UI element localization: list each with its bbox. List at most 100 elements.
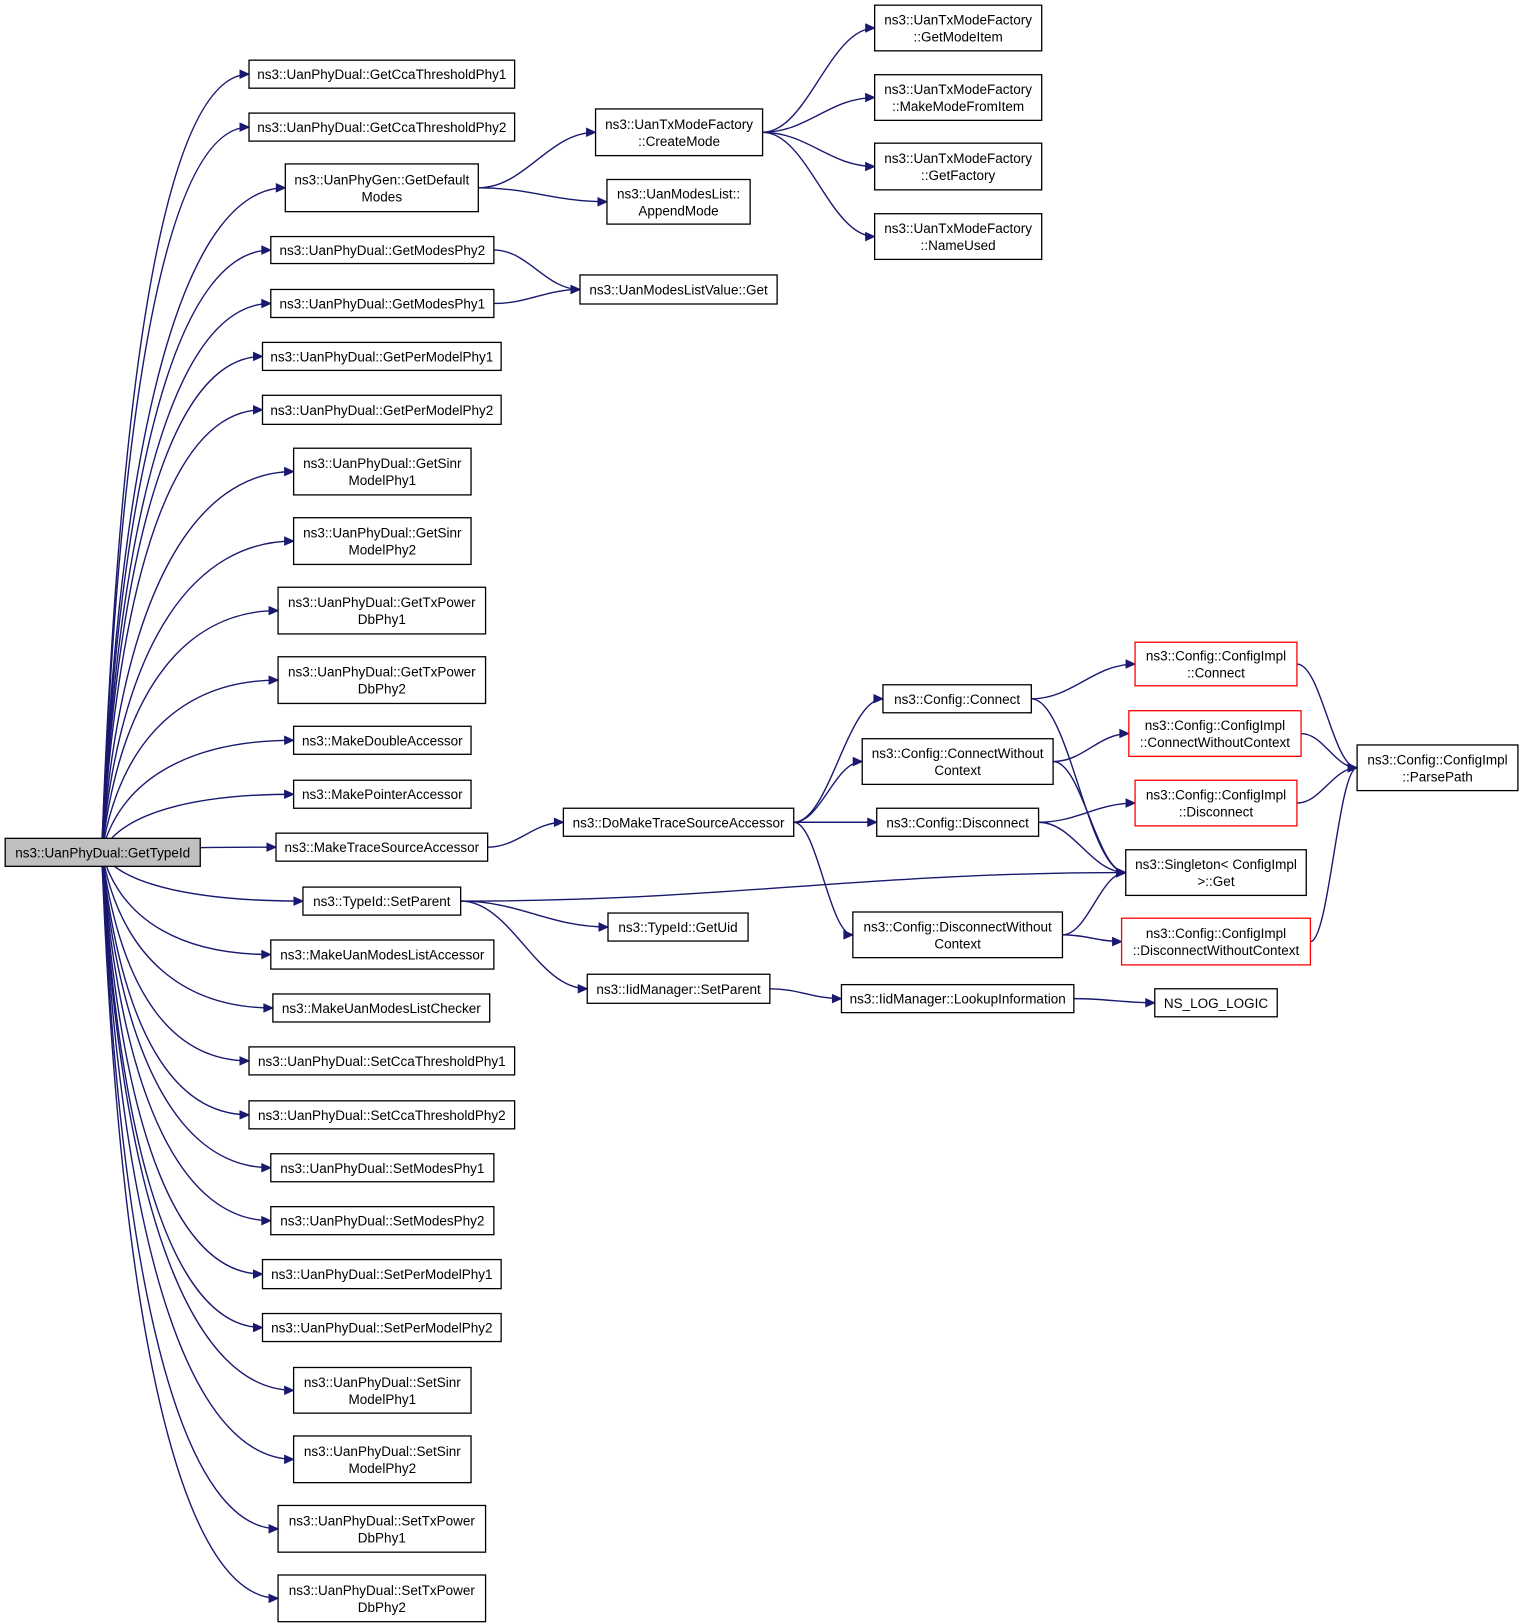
node-box[interactable] [292, 1435, 472, 1484]
node-box[interactable] [882, 684, 1032, 714]
node-c4[interactable]: ns3::DoMakeTraceSourceAccessor [562, 807, 795, 837]
node-n23[interactable]: ns3::UanPhyDual::SetPerModelPhy2 [261, 1312, 502, 1343]
node-n13[interactable]: ns3::MakePointerAccessor [292, 779, 472, 809]
node-box[interactable] [292, 517, 472, 566]
node-box[interactable] [1128, 710, 1302, 758]
node-box[interactable] [873, 142, 1043, 191]
node-e5[interactable]: ns3::Config::ConfigImpl::DisconnectWitho… [1120, 917, 1312, 966]
node-f1[interactable]: ns3::Config::ConfigImpl::ParsePath [1356, 744, 1519, 792]
node-box[interactable] [275, 832, 489, 862]
node-box[interactable] [873, 4, 1043, 52]
node-n4[interactable]: ns3::UanPhyDual::GetModesPhy2 [270, 235, 495, 265]
node-c5[interactable]: ns3::TypeId::GetUid [607, 912, 749, 942]
node-box[interactable] [1120, 917, 1312, 966]
node-box[interactable] [840, 983, 1075, 1014]
node-box[interactable] [261, 1312, 502, 1343]
node-box[interactable] [292, 447, 472, 496]
node-box[interactable] [261, 341, 502, 372]
node-box[interactable] [1356, 744, 1519, 792]
node-box[interactable] [292, 779, 472, 809]
node-n18[interactable]: ns3::UanPhyDual::SetCcaThresholdPhy1 [248, 1046, 516, 1076]
node-box[interactable] [277, 1504, 487, 1553]
node-e3[interactable]: ns3::Config::ConfigImpl::Disconnect [1134, 779, 1298, 827]
node-box[interactable] [277, 656, 487, 705]
node-d3[interactable]: ns3::UanTxModeFactory::GetFactory [873, 142, 1043, 191]
node-box[interactable] [1125, 849, 1307, 897]
node-box[interactable] [248, 59, 516, 89]
node-n1[interactable]: ns3::UanPhyDual::GetCcaThresholdPhy1 [248, 59, 516, 89]
node-root[interactable]: ns3::UanPhyDual::GetTypeId [4, 837, 201, 867]
node-box[interactable] [873, 74, 1043, 122]
node-box[interactable] [248, 1100, 516, 1130]
node-n16[interactable]: ns3::MakeUanModesListAccessor [270, 939, 495, 970]
node-e6[interactable]: NS_LOG_LOGIC [1154, 988, 1278, 1018]
node-box[interactable] [852, 911, 1064, 959]
node-n12[interactable]: ns3::MakeDoubleAccessor [292, 725, 472, 755]
node-box[interactable] [270, 235, 495, 265]
node-n5[interactable]: ns3::UanPhyDual::GetModesPhy1 [270, 288, 495, 319]
node-e1[interactable]: ns3::Config::ConfigImpl::Connect [1134, 641, 1298, 687]
node-box[interactable] [292, 725, 472, 755]
node-box[interactable] [1134, 779, 1298, 827]
node-box[interactable] [1134, 641, 1298, 687]
node-d2[interactable]: ns3::UanTxModeFactory::MakeModeFromItem [873, 74, 1043, 122]
node-box[interactable] [261, 394, 502, 426]
node-box[interactable] [248, 1046, 516, 1076]
node-box[interactable] [579, 274, 778, 305]
node-d1[interactable]: ns3::UanTxModeFactory::GetModeItem [873, 4, 1043, 52]
node-box[interactable] [302, 886, 462, 916]
node-box[interactable] [292, 1366, 472, 1414]
node-box[interactable] [270, 1206, 495, 1236]
node-box[interactable] [606, 178, 751, 225]
node-n19[interactable]: ns3::UanPhyDual::SetCcaThresholdPhy2 [248, 1100, 516, 1130]
node-d8[interactable]: ns3::Config::DisconnectWithoutContext [852, 911, 1064, 959]
node-box[interactable] [272, 993, 491, 1023]
node-c3[interactable]: ns3::UanModesListValue::Get [579, 274, 778, 305]
node-d5[interactable]: ns3::Config::Connect [882, 684, 1032, 714]
node-d4[interactable]: ns3::UanTxModeFactory::NameUsed [873, 213, 1043, 261]
node-box[interactable] [270, 288, 495, 319]
node-box[interactable] [261, 1258, 502, 1290]
node-box[interactable] [248, 112, 516, 142]
node-box[interactable] [594, 108, 764, 157]
node-box[interactable] [1154, 988, 1278, 1018]
node-n20[interactable]: ns3::UanPhyDual::SetModesPhy1 [270, 1153, 495, 1183]
node-box[interactable] [277, 586, 487, 635]
node-box[interactable] [861, 738, 1054, 786]
node-n2[interactable]: ns3::UanPhyDual::GetCcaThresholdPhy2 [248, 112, 516, 142]
node-box[interactable] [562, 807, 795, 837]
node-d7[interactable]: ns3::Config::Disconnect [876, 807, 1040, 837]
node-n22[interactable]: ns3::UanPhyDual::SetPerModelPhy1 [261, 1258, 502, 1290]
node-c2[interactable]: ns3::UanModesList::AppendMode [606, 178, 751, 225]
node-n15[interactable]: ns3::TypeId::SetParent [302, 886, 462, 916]
node-box[interactable] [607, 912, 749, 942]
node-n14[interactable]: ns3::MakeTraceSourceAccessor [275, 832, 489, 862]
node-c6[interactable]: ns3::IidManager::SetParent [586, 973, 771, 1004]
node-c1[interactable]: ns3::UanTxModeFactory::CreateMode [594, 108, 764, 157]
node-n21[interactable]: ns3::UanPhyDual::SetModesPhy2 [270, 1206, 495, 1236]
node-box[interactable] [277, 1574, 487, 1623]
node-box[interactable] [873, 213, 1043, 261]
node-n17[interactable]: ns3::MakeUanModesListChecker [272, 993, 491, 1023]
node-box[interactable] [586, 973, 771, 1004]
node-box[interactable] [4, 837, 201, 867]
node-n7[interactable]: ns3::UanPhyDual::GetPerModelPhy2 [261, 394, 502, 426]
node-box[interactable] [270, 939, 495, 970]
node-box[interactable] [876, 807, 1040, 837]
node-d6[interactable]: ns3::Config::ConnectWithoutContext [861, 738, 1054, 786]
node-e4[interactable]: ns3::Singleton< ConfigImpl >::Get [1125, 849, 1307, 897]
node-box[interactable] [284, 163, 479, 213]
node-d9[interactable]: ns3::IidManager::LookupInformation [840, 983, 1075, 1014]
node-e2[interactable]: ns3::Config::ConfigImpl::ConnectWithoutC… [1128, 710, 1302, 758]
node-n6[interactable]: ns3::UanPhyDual::GetPerModelPhy1 [261, 341, 502, 372]
node-box[interactable] [270, 1153, 495, 1183]
